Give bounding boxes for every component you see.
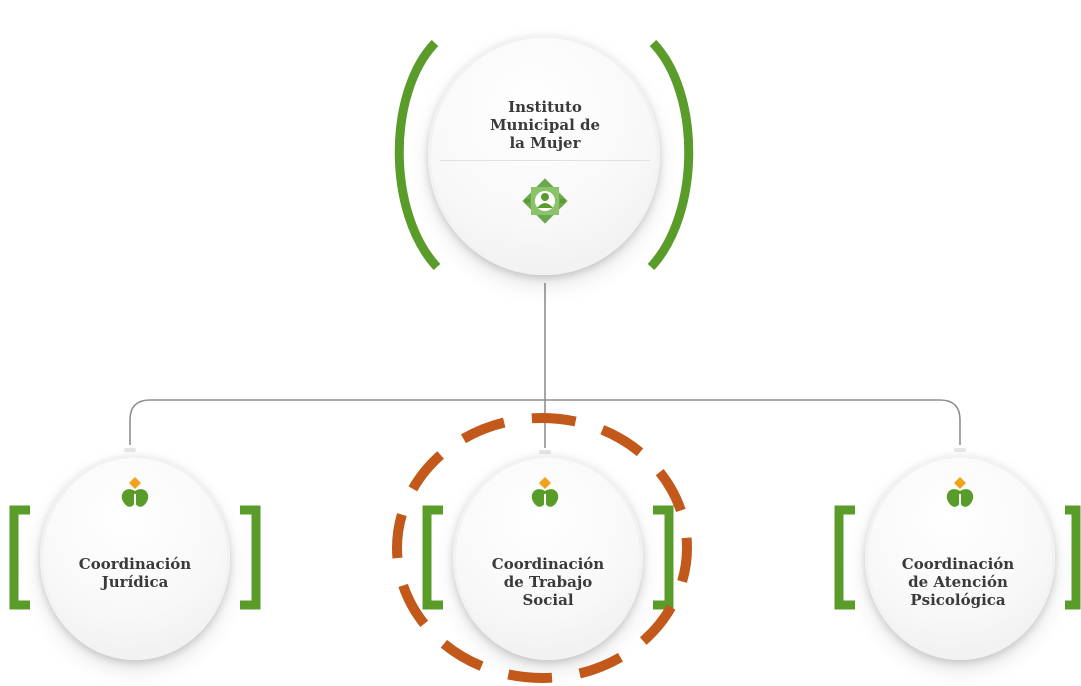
municipal-seal-icon: [522, 178, 568, 224]
child-1-circle: [40, 455, 230, 660]
child-2-green-brackets: [422, 505, 674, 610]
child-node-coordinacion-juridica: Coordinación Jurídica: [9, 455, 261, 665]
root-title-line-1: Instituto: [508, 98, 582, 116]
root-circle: [428, 35, 660, 275]
child-node-coordinacion-atencion-psicologica: Coordinación de Atención Psicológica: [834, 455, 1081, 665]
child-3-green-brackets: [834, 505, 1081, 610]
child-1-title-line-1: Coordinación: [78, 555, 192, 573]
child-1-green-brackets: [9, 505, 261, 610]
child-2-title: Coordinación de Trabajo Social: [423, 555, 673, 609]
child-2-title-line-1: Coordinación: [491, 555, 605, 573]
connector-knob-center: [539, 450, 551, 454]
child-3-title-line-2: de Atención: [908, 573, 1008, 591]
connector-knob-right: [954, 448, 966, 452]
leaf-emblem-icon: [531, 477, 559, 507]
child-3-title-line-3: Psicológica: [910, 591, 1006, 609]
child-3-title: Coordinación de Atención Psicológica: [835, 555, 1081, 609]
child-2-title-line-2: de Trabajo: [503, 573, 593, 591]
child-3-circle: [865, 455, 1055, 660]
root-divider: [440, 160, 650, 161]
root-title-line-2: Municipal de: [489, 116, 601, 134]
child-node-coordinacion-trabajo-social: Coordinación de Trabajo Social: [422, 455, 674, 665]
leaf-emblem-icon: [121, 477, 149, 507]
root-title-line-3: la Mujer: [509, 134, 581, 152]
root-green-brackets: [394, 39, 694, 271]
root-node: Instituto Municipal de la Mujer: [394, 35, 695, 285]
connector-knob-left: [124, 448, 136, 452]
child-1-title-line-2: Jurídica: [101, 573, 169, 591]
child-1-title: Coordinación Jurídica: [10, 555, 260, 591]
child-3-title-line-1: Coordinación: [901, 555, 1015, 573]
root-title: Instituto Municipal de la Mujer: [395, 98, 695, 152]
leaf-emblem-icon: [946, 477, 974, 507]
child-2-circle: [453, 455, 643, 660]
child-2-title-line-3: Social: [522, 591, 574, 609]
